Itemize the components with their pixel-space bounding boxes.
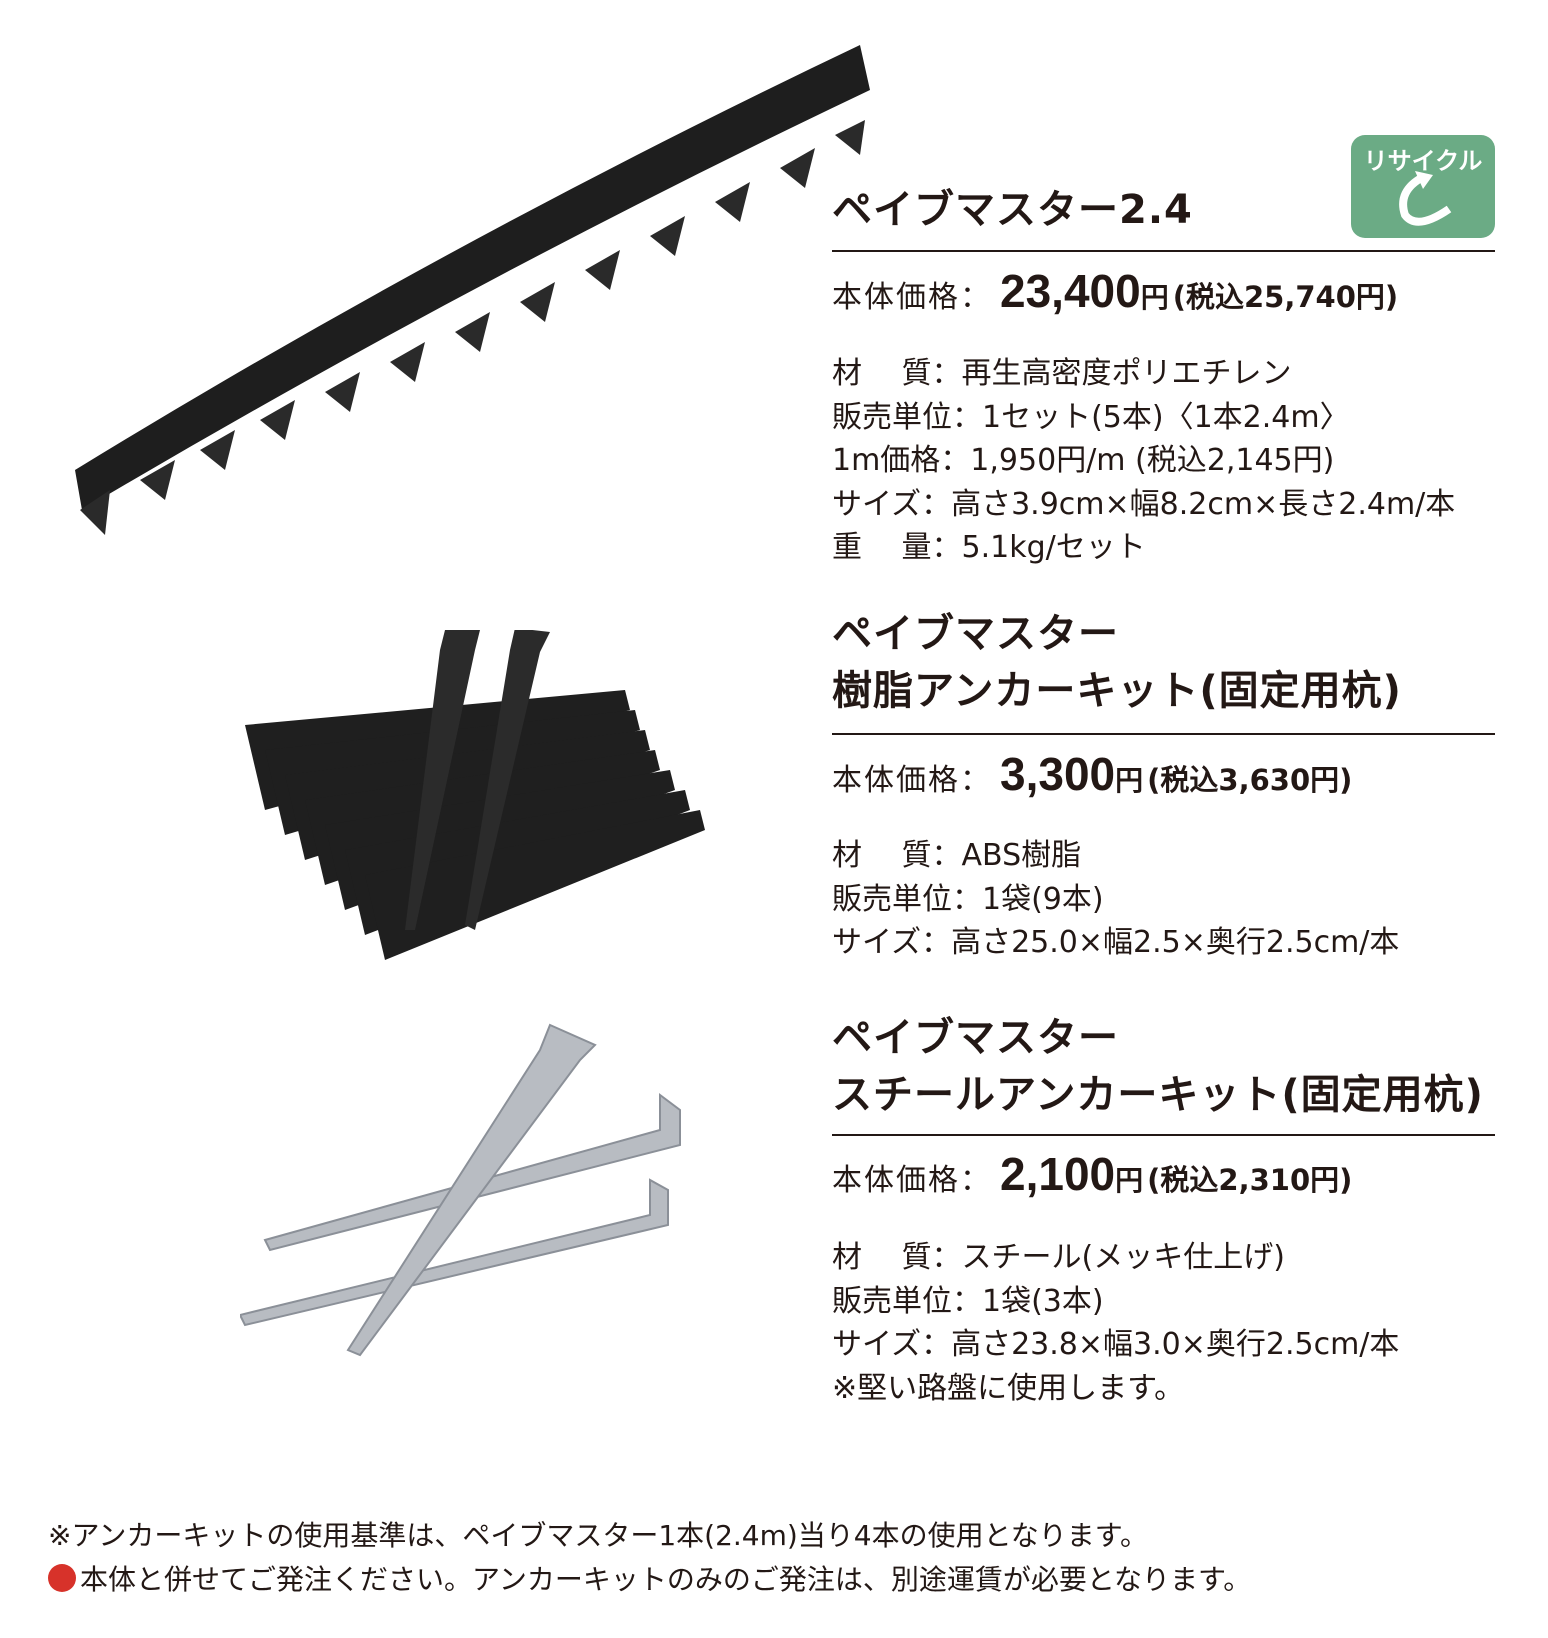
price-value: 3,300 xyxy=(1000,748,1116,800)
divider xyxy=(832,1134,1495,1136)
recycle-badge-label: リサイクル xyxy=(1363,147,1483,175)
spec-item: 1m価格：1,950円/m (税込2,145円) xyxy=(832,443,1335,478)
price-row: 本体価格： 3,300 円 (税込3,630円) xyxy=(832,747,1352,801)
price-tax-included: (税込3,630円) xyxy=(1147,763,1353,797)
spec-item: サイズ：高さ23.8×幅3.0×奥行2.5cm/本 xyxy=(832,1327,1400,1362)
product-title: ペイブマスター2.4 xyxy=(832,187,1193,233)
product-title-line1: ペイブマスター xyxy=(832,611,1119,657)
recycle-arrow-icon xyxy=(1399,171,1452,226)
spec-item: ※堅い路盤に使用します。 xyxy=(832,1370,1185,1406)
spec-item: 重 量：5.1kg/セット xyxy=(832,530,1146,565)
product-title-line2: 樹脂アンカーキット(固定用杭) xyxy=(832,668,1402,714)
note-usage: ※アンカーキットの使用基準は、ペイブマスター1本(2.4m)当り4本の使用となり… xyxy=(48,1514,1148,1554)
spec-item: 材 質：スチール(メッキ仕上げ) xyxy=(832,1240,1285,1275)
price-tax-included: (税込2,310円) xyxy=(1147,1163,1353,1197)
resin-anchor-image xyxy=(245,630,705,960)
price-tax-included: (税込25,740円) xyxy=(1172,280,1399,314)
price-yen: 円 xyxy=(1140,281,1169,314)
steel-anchor-image xyxy=(240,1023,681,1357)
price-yen: 円 xyxy=(1115,1164,1144,1197)
spec-item: 販売単位：1袋(9本) xyxy=(832,881,1104,917)
price-label: 本体価格： xyxy=(832,1163,992,1198)
price-row: 本体価格： 2,100 円 (税込2,310円) xyxy=(832,1147,1352,1201)
note-order: 本体と併せてご発注ください。アンカーキットのみのご発注は、別途運賃が必要となりま… xyxy=(48,1558,1251,1598)
spec-item: 販売単位：1セット(5本)〈1本2.4m〉 xyxy=(832,399,1350,435)
price-value: 2,100 xyxy=(1000,1148,1116,1200)
spec-item: 販売単位：1袋(3本) xyxy=(832,1283,1104,1319)
spec-item: 材 質：再生高密度ポリエチレン xyxy=(832,356,1292,391)
product-title-line1: ペイブマスター xyxy=(832,1015,1119,1061)
price-label: 本体価格： xyxy=(832,763,992,798)
spec-list: 材 質：スチール(メッキ仕上げ) 販売単位：1袋(3本) サイズ：高さ23.8×… xyxy=(832,1236,1399,1410)
product-title-line2: スチールアンカーキット(固定用杭) xyxy=(832,1072,1484,1118)
divider xyxy=(832,250,1495,252)
red-bullet-icon xyxy=(48,1564,76,1592)
spec-list: 材 質：再生高密度ポリエチレン 販売単位：1セット(5本)〈1本2.4m〉 1m… xyxy=(832,352,1455,570)
price-yen: 円 xyxy=(1115,764,1144,797)
paver-edging-image xyxy=(75,45,870,535)
price-value: 23,400 xyxy=(1000,265,1141,317)
price-label: 本体価格： xyxy=(832,280,992,315)
spec-item: サイズ：高さ25.0×幅2.5×奥行2.5cm/本 xyxy=(832,925,1400,960)
note-text: ※アンカーキットの使用基準は、ペイブマスター1本(2.4m)当り4本の使用となり… xyxy=(48,1519,1148,1552)
price-row: 本体価格： 23,400 円 (税込25,740円) xyxy=(832,264,1398,318)
spec-item: サイズ：高さ3.9cm×幅8.2cm×長さ2.4m/本 xyxy=(832,486,1456,522)
note-text: 本体と併せてご発注ください。アンカーキットのみのご発注は、別途運賃が必要となりま… xyxy=(80,1563,1252,1596)
divider xyxy=(832,733,1495,735)
spec-list: 材 質：ABS樹脂 販売単位：1袋(9本) サイズ：高さ25.0×幅2.5×奥行… xyxy=(832,834,1399,965)
recycle-badge: リサイクル xyxy=(1351,135,1495,238)
spec-item: 材 質：ABS樹脂 xyxy=(832,838,1082,873)
